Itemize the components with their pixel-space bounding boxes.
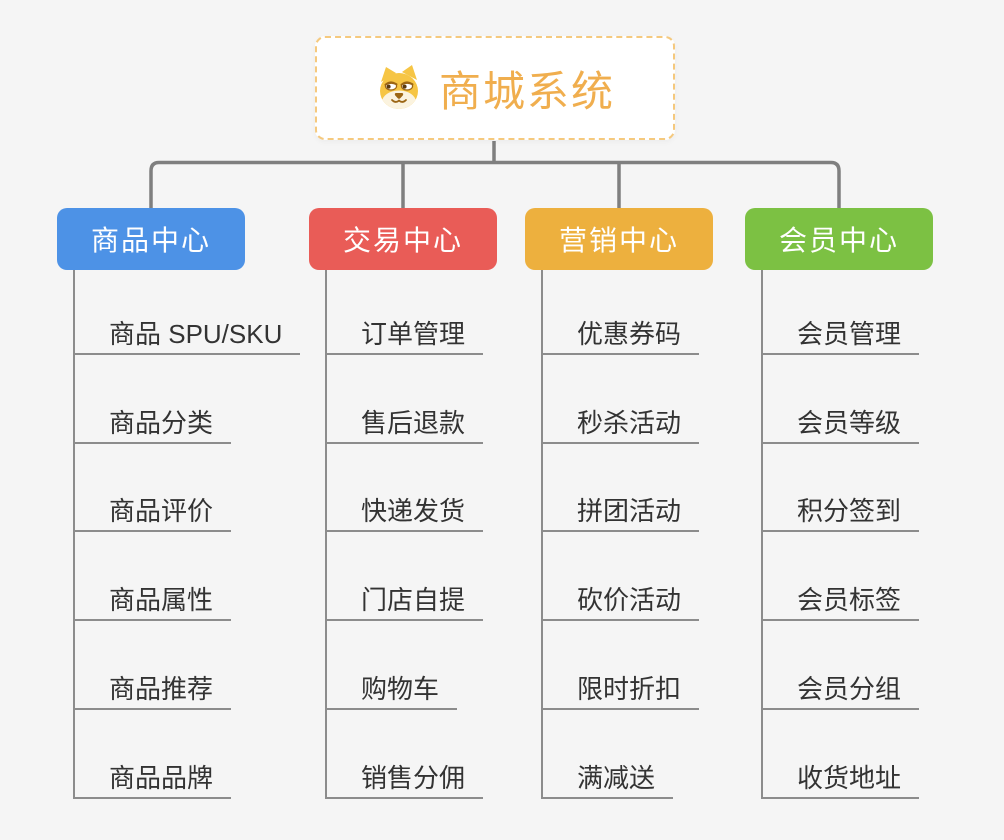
child-node[interactable]: 商品分类 [75, 355, 232, 444]
child-node[interactable]: 商品品牌 [75, 710, 232, 799]
child-node[interactable]: 砍价活动 [543, 532, 700, 622]
child-node[interactable]: 商品推荐 [75, 621, 232, 710]
branch-label: 会员中心 [778, 225, 899, 256]
child-node[interactable]: 秒杀活动 [543, 355, 700, 444]
branch-node-3[interactable]: 营销中心 [525, 208, 713, 270]
child-node[interactable]: 会员管理 [763, 266, 920, 355]
child-node[interactable]: 收货地址 [763, 710, 920, 799]
child-node-label: 限时折扣 [577, 673, 682, 704]
child-node-label: 满减送 [577, 762, 656, 793]
child-node[interactable]: 积分签到 [763, 444, 920, 533]
child-node[interactable]: 满减送 [543, 710, 674, 799]
child-node[interactable]: 拼团活动 [543, 444, 700, 533]
doge-icon [375, 64, 423, 112]
child-node-label: 会员分组 [797, 673, 902, 704]
child-node-label: 拼团活动 [577, 496, 682, 527]
child-node[interactable]: 售后退款 [327, 355, 484, 444]
child-node-label: 商品品牌 [109, 762, 214, 793]
child-node-label: 快递发货 [361, 496, 466, 527]
branch-children: 优惠券码秒杀活动拼团活动砍价活动限时折扣满减送 [541, 266, 700, 799]
child-node[interactable]: 会员等级 [763, 355, 920, 444]
child-node-label: 售后退款 [361, 407, 466, 438]
branch-node-2[interactable]: 交易中心 [309, 208, 497, 270]
child-node-label: 商品 SPU/SKU [109, 318, 283, 349]
child-node-label: 积分签到 [797, 496, 902, 527]
branch-node-4[interactable]: 会员中心 [745, 208, 933, 270]
child-node[interactable]: 限时折扣 [543, 621, 700, 710]
child-node[interactable]: 商品 SPU/SKU [75, 266, 301, 355]
child-node-label: 商品评价 [109, 496, 214, 527]
child-node[interactable]: 购物车 [327, 621, 458, 710]
child-node[interactable]: 门店自提 [327, 532, 484, 622]
child-node-label: 秒杀活动 [577, 407, 682, 438]
child-node[interactable]: 会员标签 [763, 532, 920, 622]
branch-children: 会员管理会员等级积分签到会员标签会员分组收货地址 [761, 266, 920, 799]
child-node[interactable]: 商品评价 [75, 444, 232, 533]
branch-rail-line [149, 160, 841, 209]
branch-node-1[interactable]: 商品中心 [57, 208, 245, 270]
child-node-label: 会员标签 [797, 585, 902, 616]
branch-label: 商品中心 [90, 225, 211, 256]
child-node[interactable]: 商品属性 [75, 532, 232, 622]
child-node-label: 订单管理 [361, 318, 466, 349]
child-node[interactable]: 订单管理 [327, 266, 484, 355]
child-node-label: 优惠券码 [577, 318, 682, 349]
child-node-label: 销售分佣 [361, 762, 466, 793]
child-node-label: 购物车 [361, 673, 440, 704]
child-node-label: 商品推荐 [109, 673, 214, 704]
child-node-label: 商品分类 [109, 407, 214, 438]
child-node-label: 商品属性 [109, 585, 214, 616]
branch-label: 营销中心 [558, 225, 679, 256]
branch-label: 交易中心 [342, 225, 463, 256]
child-node[interactable]: 会员分组 [763, 621, 920, 710]
child-node-label: 收货地址 [797, 762, 902, 793]
branch-children: 商品 SPU/SKU 商品分类商品评价商品属性商品推荐商品品牌 [73, 266, 301, 799]
child-node-label: 砍价活动 [577, 585, 682, 616]
root-title: 商城系统 [438, 67, 615, 115]
child-node[interactable]: 优惠券码 [543, 266, 700, 355]
child-node-label: 会员等级 [797, 407, 902, 438]
root-node[interactable]: 商城系统 [315, 36, 675, 140]
branch-children: 订单管理售后退款快递发货门店自提购物车销售分佣 [325, 266, 484, 799]
child-node[interactable]: 快递发货 [327, 444, 484, 533]
child-node-label: 会员管理 [797, 318, 902, 349]
child-node[interactable]: 销售分佣 [327, 710, 484, 799]
child-node-label: 门店自提 [361, 585, 466, 616]
